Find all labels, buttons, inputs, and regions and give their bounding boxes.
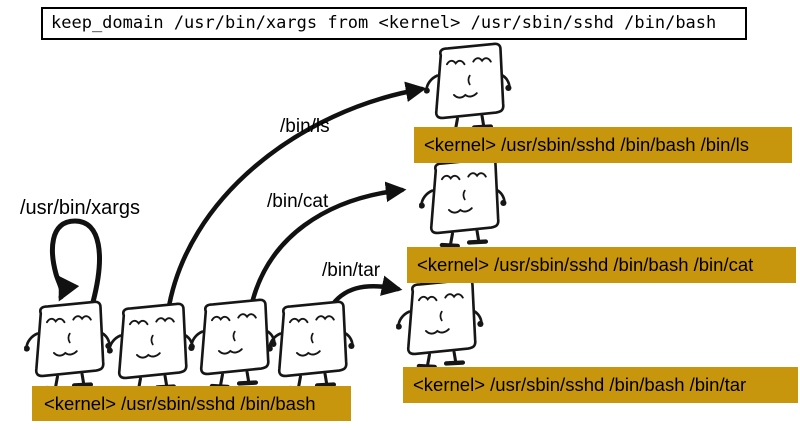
process-character-cat: [419, 152, 507, 253]
arrow-bin-tar: [327, 275, 403, 311]
bin-cat-arrow-label: /bin/cat: [267, 191, 329, 212]
xargs-arrow-label: /usr/bin/xargs: [20, 197, 141, 219]
domain-label-cat: <kernel> /usr/sbin/sshd /bin/bash /bin/c…: [407, 247, 796, 283]
process-character-bash-3: [189, 293, 277, 394]
xargs-self-loop-arrow: [49, 218, 102, 305]
process-character-bash-2: [107, 297, 195, 398]
process-character-bash-4: [267, 295, 355, 396]
domain-label-ls: <kernel> /usr/sbin/sshd /bin/bash /bin/l…: [414, 127, 792, 163]
domain-label-source: <kernel> /usr/sbin/sshd /bin/bash: [32, 386, 351, 421]
policy-rule-box: keep_domain /usr/bin/xargs from <kernel>…: [41, 7, 747, 40]
process-character-ls: [424, 37, 512, 138]
domain-label-tar: <kernel> /usr/sbin/sshd /bin/bash /bin/t…: [403, 367, 798, 403]
bin-tar-arrow-label: /bin/tar: [322, 260, 381, 281]
bin-ls-arrow-label: /bin/ls: [280, 116, 330, 137]
process-character-tar: [396, 273, 484, 374]
process-character-bash-1: [24, 295, 112, 396]
